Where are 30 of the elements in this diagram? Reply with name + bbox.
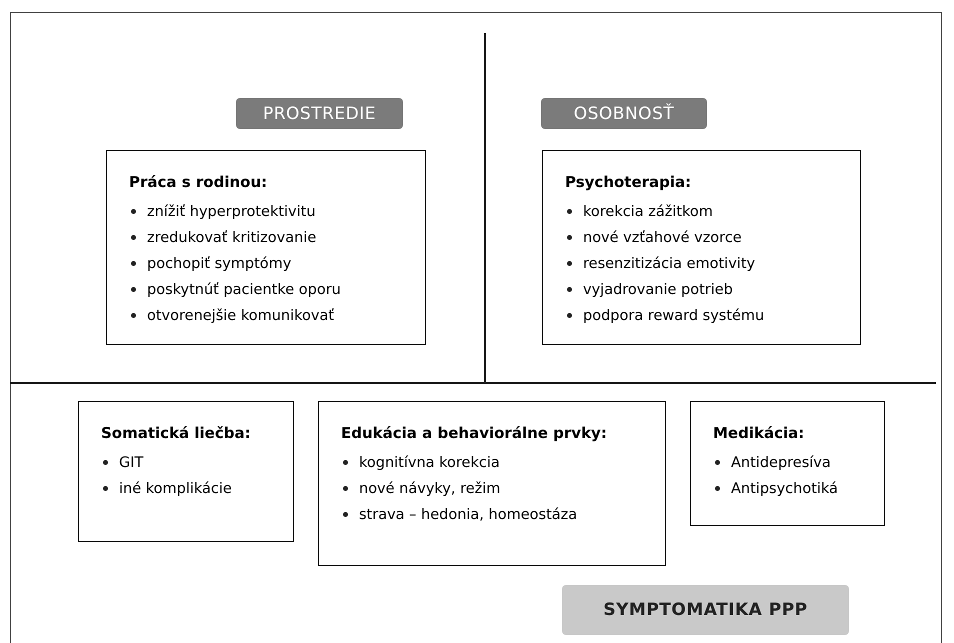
bullet-item: GIT bbox=[119, 455, 144, 471]
bullet-item: nové návyky, režim bbox=[359, 481, 500, 497]
box-heading: Edukácia a behaviorálne prvky: bbox=[341, 424, 608, 442]
bullet-item: poskytnúť pacientke oporu bbox=[147, 282, 341, 298]
content-box bbox=[542, 150, 861, 345]
bullet-item: pochopiť symptómy bbox=[147, 256, 292, 272]
box-heading: Somatická liečba: bbox=[101, 424, 252, 442]
bullet-item: Antidepresíva bbox=[731, 455, 831, 471]
content-box bbox=[318, 401, 666, 566]
box-heading: Medikácia: bbox=[713, 424, 806, 442]
bullet-item: korekcia zážitkom bbox=[583, 204, 713, 220]
bullet-item: nové vzťahové vzorce bbox=[583, 230, 742, 246]
content-box bbox=[106, 150, 426, 345]
bullet-item: strava – hedonia, homeostáza bbox=[359, 507, 578, 523]
bullet-item: kognitívna korekcia bbox=[359, 455, 500, 471]
bullet-item: otvorenejšie komunikovať bbox=[147, 308, 334, 324]
section-label: SYMPTOMATIKA PPP bbox=[562, 585, 849, 635]
bullet-item: vyjadrovanie potrieb bbox=[583, 282, 733, 298]
content-box bbox=[690, 401, 885, 526]
bullet-item: podpora reward systému bbox=[583, 308, 764, 324]
content-box bbox=[78, 401, 294, 542]
bullet-item: resenzitizácia emotivity bbox=[583, 256, 756, 272]
bullet-item: Antipsychotiká bbox=[731, 481, 838, 497]
bullet-item: znížiť hyperprotektivitu bbox=[147, 204, 316, 220]
section-label: PROSTREDIE bbox=[236, 98, 403, 129]
section-label: OSOBNOSŤ bbox=[541, 98, 707, 129]
bullet-item: iné komplikácie bbox=[119, 481, 232, 497]
bullet-item: zredukovať kritizovanie bbox=[147, 230, 316, 246]
box-heading: Práca s rodinou: bbox=[129, 173, 268, 191]
box-heading: Psychoterapia: bbox=[565, 173, 692, 191]
